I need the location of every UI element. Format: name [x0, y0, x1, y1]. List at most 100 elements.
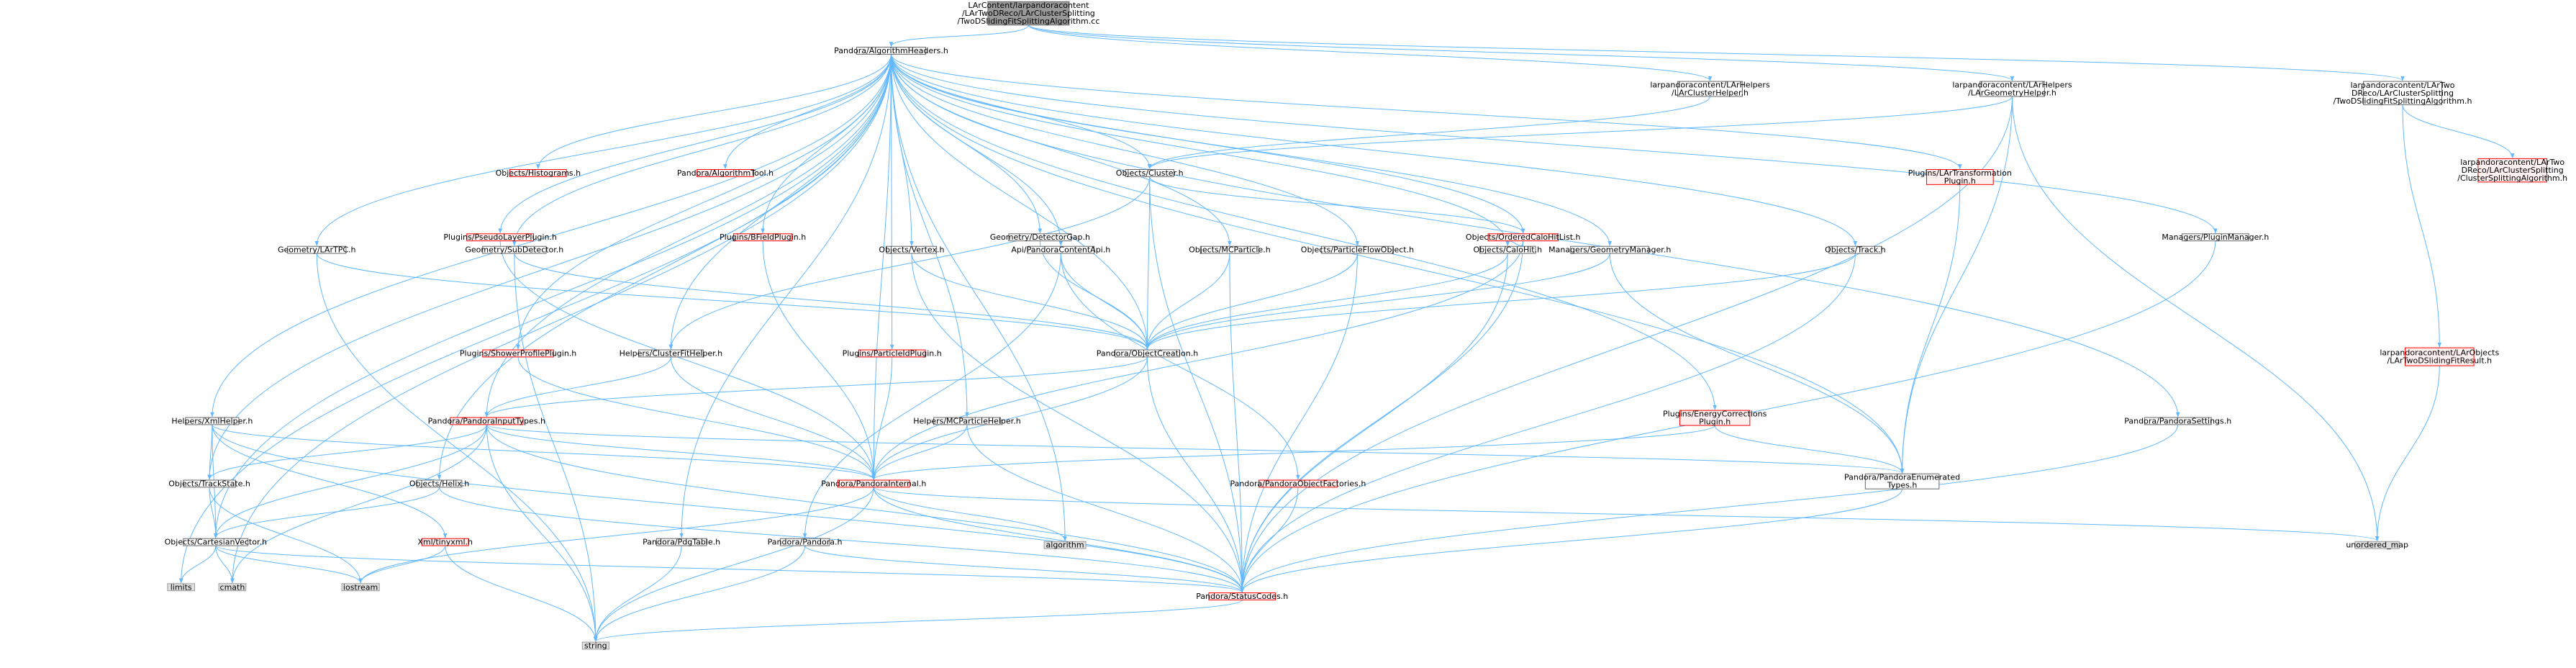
edge-algheaders-energycorr — [891, 54, 1717, 410]
edge-apicontent-objfactories — [1060, 253, 1300, 480]
edge-algheaders-track — [891, 54, 1858, 246]
node-label: Pandora/AlgorithmHeaders.h — [834, 46, 948, 55]
node-label: Managers/PluginManager.h — [2162, 233, 2269, 242]
node-box — [1008, 233, 1072, 242]
node-pandora[interactable]: Pandora/Pandora.h — [768, 538, 843, 547]
node-slidingfitresult[interactable]: larpandoracontent/LArObjects/LArTwoDSlid… — [2380, 347, 2499, 366]
node-lartpc[interactable]: Geometry/LArTPC.h — [278, 245, 356, 255]
node-algtool[interactable]: Pandora/AlgorithmTool.h — [677, 168, 774, 178]
node-label: Pandora/PdgTable.h — [643, 538, 720, 547]
node-box — [858, 349, 926, 358]
node-helix[interactable]: Objects/Helix.h — [409, 479, 469, 488]
node-clusterhelper[interactable]: larpandoracontent/LArHelpers/LArClusterH… — [1650, 81, 1770, 98]
node-vertex[interactable]: Objects/Vertex.h — [879, 245, 944, 255]
node-inputtypes[interactable]: Pandora/PandoraInputTypes.h — [428, 416, 545, 425]
node-cluster[interactable]: Objects/Cluster.h — [1116, 168, 1184, 178]
node-subdetector[interactable]: Geometry/SubDetector.h — [465, 245, 563, 255]
edge-algheaders-internal — [871, 54, 892, 480]
node-clusterfit[interactable]: Helpers/ClusterFitHelper.h — [620, 348, 723, 358]
node-geommgr[interactable]: Managers/GeometryManager.h — [1548, 245, 1671, 255]
node-calohit[interactable]: Objects/CaloHit.h — [1473, 245, 1542, 255]
edge-algheaders-objcreation — [891, 54, 1150, 350]
node-objcreation[interactable]: Pandora/ObjectCreation.h — [1097, 348, 1198, 358]
node-box — [837, 479, 910, 488]
edge-algheaders-mcparticle — [891, 54, 1232, 246]
node-settings[interactable]: Pandora/PandoraSettings.h — [2124, 416, 2231, 425]
dependency-nodes: LArContent/larpandoracontent/LArTwoDReco… — [165, 1, 2567, 650]
node-box — [1979, 81, 2045, 97]
node-pseudolayer[interactable]: Plugins/PseudoLayerPlugin.h — [443, 233, 557, 242]
node-twodalgh[interactable]: larpandoracontent/LArTwoDReco/LArCluster… — [2334, 81, 2472, 106]
node-tinyxml[interactable]: Xml/tinyxml.h — [417, 538, 473, 547]
node-geomhelper[interactable]: larpandoracontent/LArHelpers/LArGeometry… — [1952, 81, 2072, 98]
node-apicontent[interactable]: Api/PandoraContentApi.h — [1011, 245, 1110, 255]
node-label: larpandoracontent/LArTwo — [2460, 158, 2564, 167]
node-histograms[interactable]: Objects/Histograms.h — [496, 168, 581, 178]
node-box — [183, 479, 236, 488]
node-label: Pandora/PandoraSettings.h — [2124, 416, 2231, 425]
node-particleid[interactable]: Plugins/ParticleIdPlugin.h — [843, 348, 942, 358]
edge-cluster-clusterfit — [668, 176, 1151, 350]
node-label: unordered_map — [2346, 541, 2408, 550]
node-label: Pandora/PandoraInputTypes.h — [428, 416, 545, 425]
node-tracksate[interactable]: Objects/TrackState.h — [168, 479, 250, 488]
node-label: /LArTwoDSlidingFitResult.h — [2387, 356, 2492, 366]
node-label: larpandoracontent/LArHelpers — [1650, 81, 1770, 90]
edge-calohit-statuscodes — [1240, 253, 1508, 593]
node-detgap[interactable]: Geometry/DetectorGap.h — [990, 233, 1090, 242]
edge-algheaders-bfield — [761, 54, 892, 234]
edge-internal-algorithm — [873, 487, 1067, 541]
node-label: /TwoDSlidingFitSplittingAlgorithm.h — [2334, 96, 2472, 106]
node-box — [218, 583, 247, 592]
edge-tinyxml-string — [445, 546, 598, 642]
node-cartesian[interactable]: Objects/CartesianVector.h — [165, 538, 267, 547]
node-label: Pandora/AlgorithmTool.h — [677, 168, 774, 178]
node-label: Pandora/ObjectCreation.h — [1097, 348, 1198, 358]
node-label: Pandora/PandoraInternal.h — [821, 479, 926, 488]
edge-orderedcalo-internal — [871, 240, 1524, 480]
node-label: Objects/ParticleFlowObject.h — [1301, 245, 1414, 255]
node-pfo[interactable]: Objects/ParticleFlowObject.h — [1301, 245, 1414, 255]
node-box — [1570, 245, 1650, 254]
node-label: Helpers/ClusterFitHelper.h — [620, 348, 723, 358]
node-mcparticle[interactable]: Objects/MCParticle.h — [1189, 245, 1271, 255]
node-objfactories[interactable]: Pandora/PandoraObjectFactories.h — [1230, 479, 1366, 488]
node-label: Pandora/Pandora.h — [768, 538, 843, 547]
node-label: larpandoracontent/LArObjects — [2380, 348, 2499, 358]
edge-cartesian-statuscodes — [215, 545, 1244, 593]
node-pdgtable[interactable]: Pandora/PdgTable.h — [643, 538, 720, 547]
node-cmath: cmath — [218, 582, 247, 592]
node-internal[interactable]: Pandora/PandoraInternal.h — [821, 479, 926, 488]
node-clustersplitalg[interactable]: larpandoracontent/LArTwoDReco/LArCluster… — [2457, 158, 2567, 183]
edge-pseudolayer-internal — [499, 240, 876, 480]
node-showerplugin[interactable]: Plugins/ShowerProfilePlugin.h — [460, 348, 576, 358]
edge-helix-statuscodes — [439, 487, 1244, 593]
node-track[interactable]: Objects/Track.h — [1825, 245, 1886, 255]
node-xmlhelper[interactable]: Helpers/XmlHelper.h — [171, 416, 253, 425]
node-box — [450, 417, 524, 425]
edge-lartpc-objcreation — [316, 253, 1150, 350]
edge-cluster-objcreation — [1145, 176, 1151, 350]
edge-algheaders-enumtypes — [891, 54, 1905, 474]
edge-slidingfitresult-unorderedmap — [2375, 366, 2440, 541]
edge-cartesian-iostream — [215, 545, 363, 584]
node-statuscodes[interactable]: Pandora/StatusCodes.h — [1196, 592, 1288, 601]
node-orderedcalo[interactable]: Objects/OrderedCaloHitList.h — [1466, 233, 1581, 242]
node-label: Pandora/PandoraEnumerated — [1844, 473, 1960, 482]
edge-algheaders-helix — [437, 54, 892, 480]
node-pluginmgr[interactable]: Managers/PluginManager.h — [2162, 233, 2269, 242]
node-label: algorithm — [1046, 541, 1084, 550]
node-label: /LArTwoDReco/LArClusterSplitting — [962, 9, 1095, 18]
node-box — [2182, 233, 2249, 242]
node-algheaders[interactable]: Pandora/AlgorithmHeaders.h — [834, 46, 948, 55]
node-mcphelper[interactable]: Helpers/MCParticleHelper.h — [913, 416, 1020, 425]
edge-track-objcreation — [1145, 253, 1856, 350]
node-bfield[interactable]: Plugins/BFieldPlugin.h — [720, 233, 806, 242]
node-box — [2363, 81, 2442, 106]
node-root[interactable]: LArContent/larpandoracontent/LArTwoDReco… — [957, 1, 1099, 26]
edge-transplugin-enumtypes — [1900, 184, 1961, 474]
node-box — [1679, 410, 1751, 426]
